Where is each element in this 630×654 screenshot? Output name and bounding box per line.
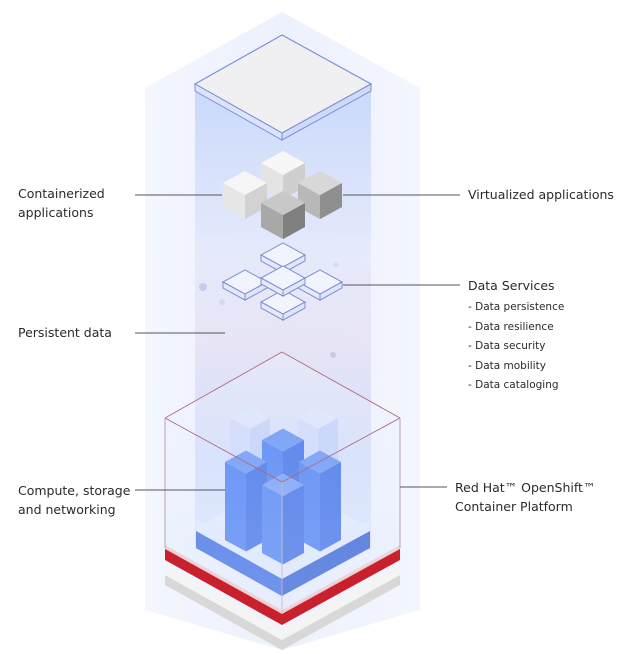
- openshift-glass-box: [164, 351, 401, 612]
- cube-left-face: [223, 183, 245, 220]
- label-virtualized-applications: Virtualized applications: [468, 185, 614, 204]
- label-line: Data Services: [468, 278, 555, 293]
- label-line: Container Platform: [455, 499, 573, 514]
- label-line: Virtualized applications: [468, 187, 614, 202]
- label-openshift-container-platform: Red Hat™ OpenShift™ Container Platform: [455, 478, 595, 516]
- container-cube: [223, 170, 267, 220]
- list-item: - Data security: [468, 340, 546, 352]
- cube-left-face: [261, 203, 283, 240]
- data-services-list: - Data persistence - Data resilience - D…: [468, 298, 564, 396]
- tile-right-face: [282, 301, 306, 321]
- label-containerized-applications: Containerized applications: [18, 184, 105, 222]
- floating-particles: [199, 262, 339, 358]
- data-service-tiles: [221, 242, 344, 321]
- container-cube: [261, 150, 305, 200]
- list-item: - Data resilience: [468, 320, 554, 333]
- list-item: - Data cataloging: [468, 379, 559, 391]
- vm-cube: [298, 170, 342, 220]
- label-line: Persistent data: [18, 325, 112, 340]
- label-data-services: Data Services: [468, 276, 555, 295]
- application-cubes: [223, 150, 342, 240]
- top-plate: [193, 34, 373, 141]
- label-line: and networking: [18, 502, 116, 517]
- data-service-tile: [259, 289, 307, 321]
- data-service-tile: [221, 269, 269, 301]
- label-line: Red Hat™ OpenShift™: [455, 480, 596, 495]
- data-service-tile: [259, 265, 307, 297]
- cube-right-face: [283, 203, 305, 240]
- leader-lines: [135, 194, 460, 491]
- cube-right-face: [245, 183, 267, 220]
- label-persistent-data: Persistent data: [18, 323, 112, 342]
- label-line: Containerized: [18, 186, 105, 201]
- label-line: applications: [18, 205, 94, 220]
- tile-right-face: [319, 281, 343, 301]
- list-item: - Data persistence: [468, 301, 565, 313]
- cube-right-face: [320, 183, 342, 220]
- cube-right-face: [283, 163, 305, 200]
- tile-right-face: [282, 277, 306, 297]
- label-compute-storage-networking: Compute, storage and networking: [18, 481, 130, 519]
- cube-left-face: [298, 183, 320, 220]
- vm-cube: [261, 190, 305, 240]
- cube-left-face: [261, 163, 283, 200]
- label-line: Compute, storage: [18, 483, 131, 498]
- list-item: - Data mobility: [468, 359, 546, 372]
